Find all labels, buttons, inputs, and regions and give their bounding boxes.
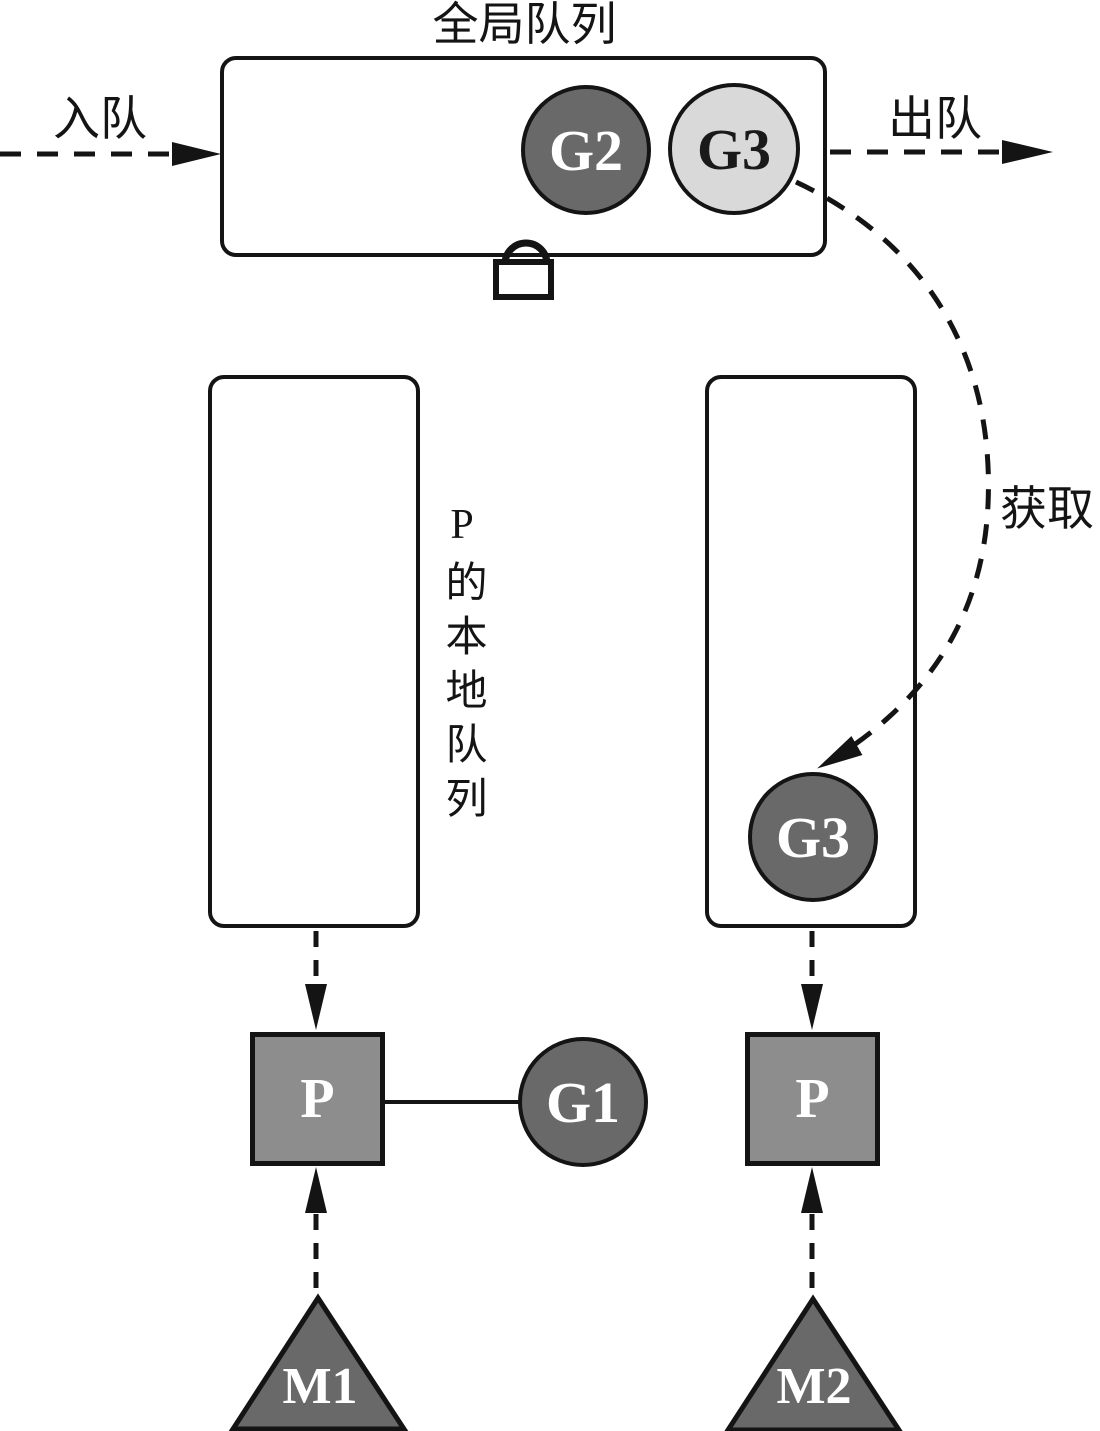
goroutine-g3-global: G3 <box>668 83 800 215</box>
enqueue-label: 入队 <box>53 94 147 146</box>
m2-to-p-arrow <box>801 1167 823 1298</box>
m1-to-p-arrow <box>305 1167 327 1296</box>
right-queue-to-p-arrow <box>801 931 823 1030</box>
processor-p-left: P <box>250 1032 385 1166</box>
goroutine-g2: G2 <box>521 85 651 215</box>
local-queue-caption: P的本地队列 <box>439 502 485 830</box>
goroutine-g1: G1 <box>518 1037 648 1167</box>
machine-m1-label: M1 <box>282 1358 358 1415</box>
dequeue-label: 出队 <box>888 94 982 146</box>
goroutine-g3-local: G3 <box>748 772 878 902</box>
local-queue-left-box <box>208 375 420 928</box>
global-queue-title: 全局队列 <box>432 0 617 50</box>
machine-m2-label: M2 <box>776 1358 852 1415</box>
acquire-label: 获取 <box>1000 484 1094 536</box>
processor-p-right: P <box>745 1032 880 1166</box>
left-queue-to-p-arrow <box>305 931 327 1030</box>
